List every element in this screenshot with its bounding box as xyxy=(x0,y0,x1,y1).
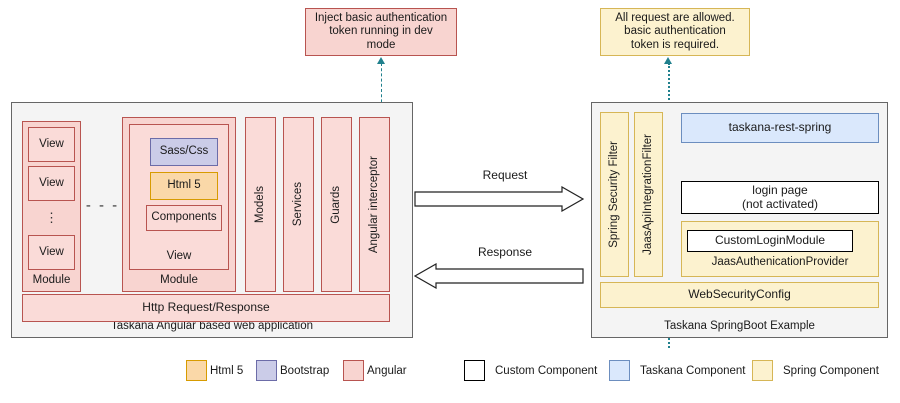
http-request-response-bar: Http Request/Response xyxy=(22,294,390,322)
websecurityconfig-box: WebSecurityConfig xyxy=(600,282,879,308)
column-angular-interceptor-label: Angular interceptor xyxy=(367,155,380,254)
login-page-line1: login page xyxy=(752,182,808,197)
filter-jaas-api-integration: JaasApiIntegrationFilter xyxy=(634,112,663,277)
response-arrow xyxy=(414,263,584,289)
column-models: Models xyxy=(245,117,276,292)
view-item-html5: Html 5 xyxy=(150,172,218,200)
callout-left-line2: token running in dev xyxy=(329,25,433,38)
legend-label-taskana: Taskana Component xyxy=(640,365,746,377)
module-left-ellipsis-glyph: ⋮ xyxy=(45,210,58,225)
module-left-view-3: View xyxy=(28,235,75,270)
filter-spring-security-label: Spring Security Filter xyxy=(607,141,620,248)
login-page-line2: (not activated) xyxy=(741,196,819,211)
legend-swatch-custom xyxy=(464,360,485,381)
taskana-rest-spring-box: taskana-rest-spring xyxy=(681,113,879,143)
column-guards: Guards xyxy=(321,117,352,292)
column-services-label: Services xyxy=(291,182,304,227)
legend-swatch-taskana xyxy=(609,360,630,381)
legend-swatch-bootstrap xyxy=(256,360,277,381)
module-right-label: Module xyxy=(160,274,198,287)
module-right-view-label: View xyxy=(166,250,192,263)
custom-login-module-box: CustomLoginModule xyxy=(687,230,853,252)
legend: Html 5 Bootstrap Angular Custom Componen… xyxy=(0,357,900,387)
callout-left: Inject basic authentication token runnin… xyxy=(305,8,457,56)
view-item-sass-css: Sass/Css xyxy=(150,138,218,166)
legend-label-angular: Angular xyxy=(367,365,407,377)
request-arrow-shape xyxy=(414,186,584,212)
login-page-box: login page (not activated) xyxy=(681,181,879,214)
server-panel-caption: Taskana SpringBoot Example xyxy=(664,320,815,333)
module-left-label: Module xyxy=(32,274,71,287)
legend-label-bootstrap: Bootstrap xyxy=(280,365,330,377)
request-label: Request xyxy=(482,168,528,182)
column-models-label: Models xyxy=(253,185,266,224)
module-left-view-1: View xyxy=(28,127,75,162)
response-arrow-shape xyxy=(414,263,584,289)
column-services: Services xyxy=(283,117,314,292)
view-item-components: Components xyxy=(146,205,222,231)
filter-spring-security: Spring Security Filter xyxy=(600,112,629,277)
legend-label-custom: Custom Component xyxy=(495,365,598,377)
callout-left-arrowhead xyxy=(377,57,385,64)
column-guards-label: Guards xyxy=(329,185,342,224)
module-left-ellipsis: ⋮ xyxy=(28,203,75,233)
callout-right-line2: basic authentication xyxy=(624,25,726,38)
filter-jaas-api-integration-label: JaasApiIntegrationFilter xyxy=(641,134,654,255)
legend-label-html5: Html 5 xyxy=(210,365,244,377)
legend-swatch-html5 xyxy=(186,360,207,381)
callout-right-arrowhead xyxy=(664,57,672,64)
legend-swatch-spring xyxy=(752,360,773,381)
response-label: Response xyxy=(477,245,533,259)
callout-left-line3: mode xyxy=(366,38,396,51)
column-angular-interceptor: Angular interceptor xyxy=(359,117,390,292)
legend-label-spring: Spring Component xyxy=(783,365,879,377)
module-left-view-2: View xyxy=(28,166,75,201)
jaas-authentication-provider-label: JaasAuthenicationProvider xyxy=(711,256,849,269)
callout-right: All request are allowed. basic authentic… xyxy=(600,8,750,56)
callout-right-line1: All request are allowed. xyxy=(615,12,735,25)
client-panel-caption: Taskana Angular based web application xyxy=(110,320,314,333)
modules-separator: - - - xyxy=(85,197,120,215)
callout-left-line1: Inject basic authentication xyxy=(314,12,448,25)
callout-left-connector xyxy=(381,63,382,118)
request-arrow xyxy=(414,186,584,212)
callout-right-line3: token is required. xyxy=(630,38,720,51)
legend-swatch-angular xyxy=(343,360,364,381)
